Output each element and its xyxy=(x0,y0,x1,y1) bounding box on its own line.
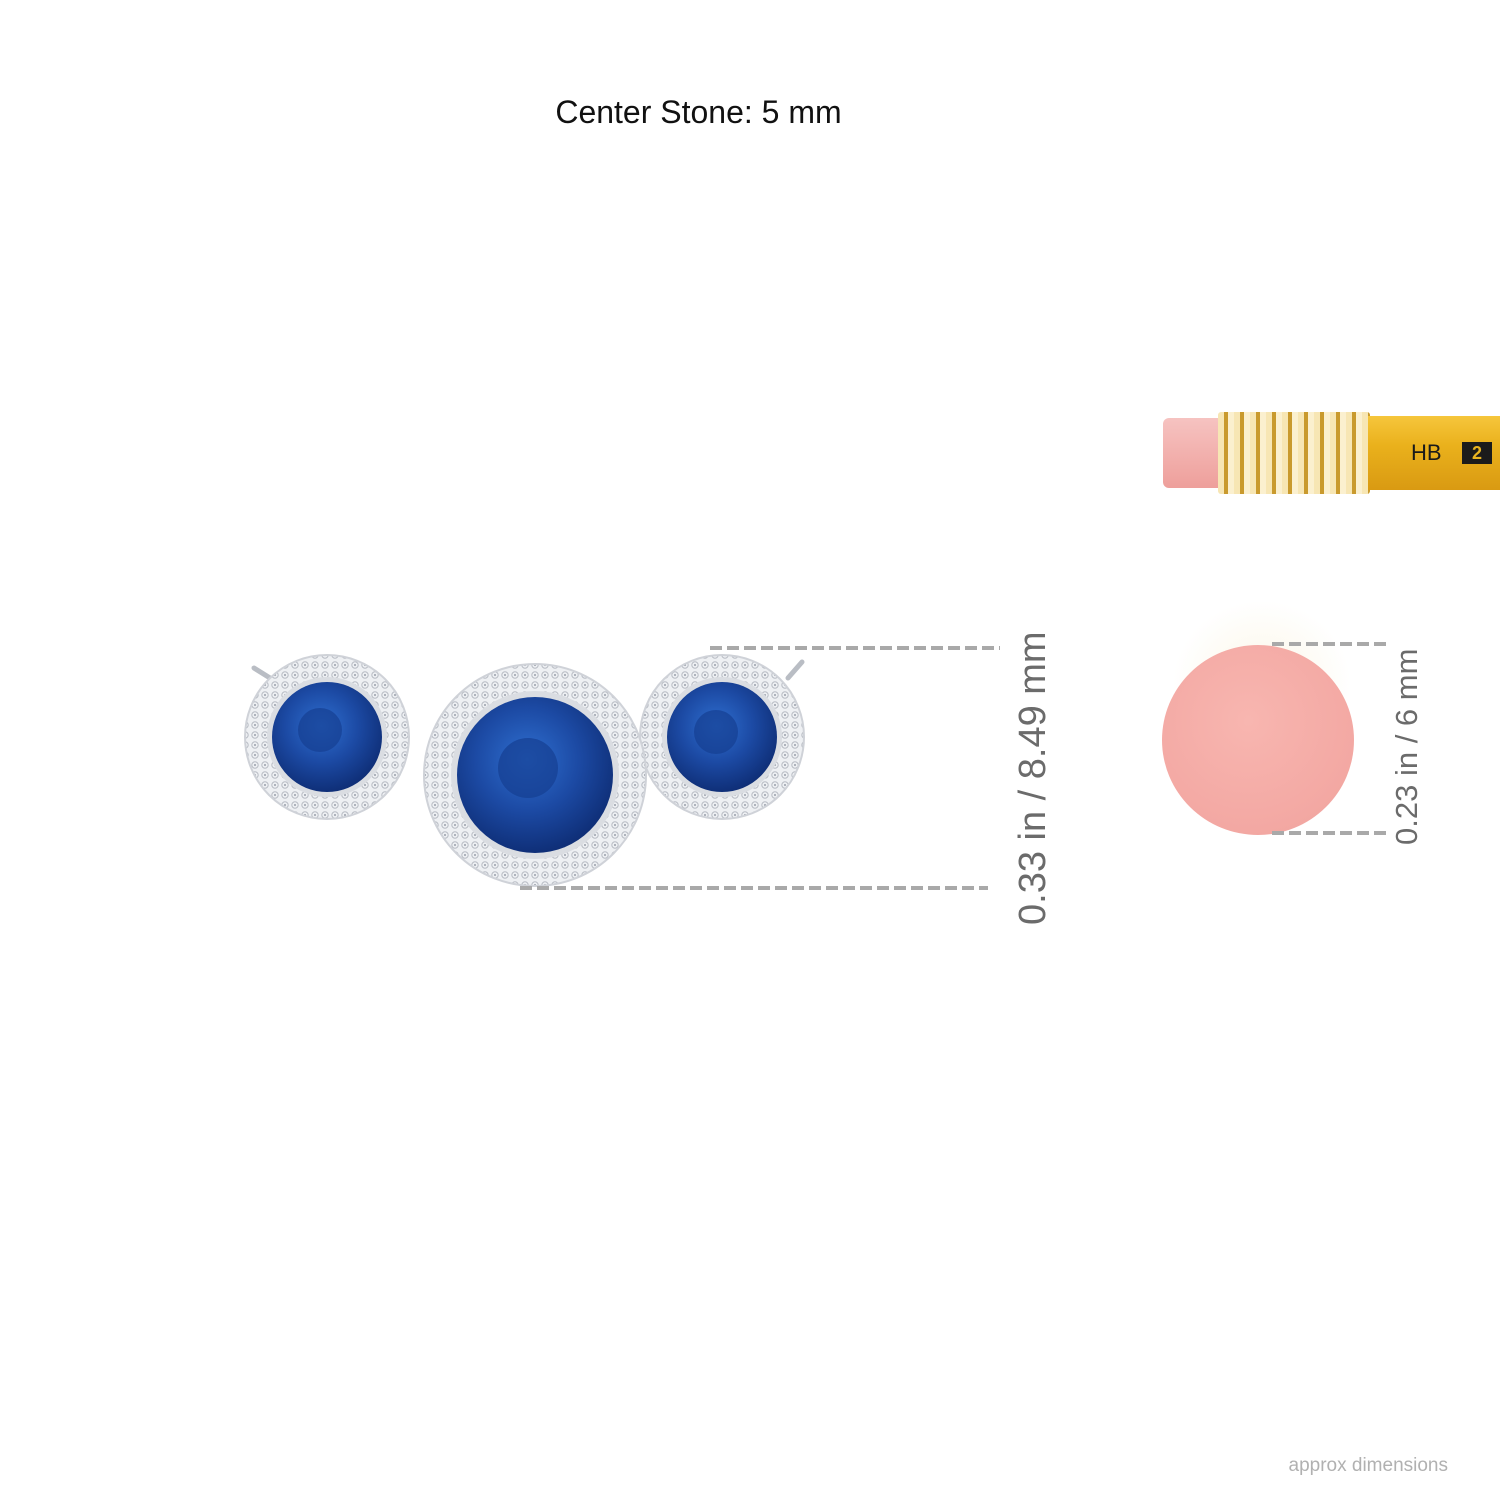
eraser-top-dimension-line xyxy=(1272,642,1388,646)
pencil-grade: HB xyxy=(1411,440,1442,465)
right-chain-loop xyxy=(785,659,805,681)
left-stone xyxy=(244,654,410,820)
pencil-ferrule xyxy=(1218,412,1370,494)
pencil-number: 2 xyxy=(1462,442,1492,464)
eraser-end xyxy=(1162,645,1354,835)
pendant-bottom-dimension-line xyxy=(520,886,988,890)
eraser-diameter-label: 0.23 in / 6 mm xyxy=(1389,648,1424,845)
pencil-eraser xyxy=(1163,418,1223,488)
pendant-height-label: 0.33 in / 8.49 mm xyxy=(1012,631,1054,925)
pendant-image xyxy=(244,654,805,887)
pencil-image: HB 2 xyxy=(1163,412,1500,494)
pendant-top-dimension-line xyxy=(710,646,1000,650)
center-stone xyxy=(423,663,647,887)
left-chain-loop xyxy=(251,665,273,681)
page-title: Center Stone: 5 mm xyxy=(555,94,842,130)
eraser-bottom-dimension-line xyxy=(1272,831,1388,835)
approx-dimensions-note: approx dimensions xyxy=(1288,1455,1448,1476)
right-stone xyxy=(639,654,805,820)
